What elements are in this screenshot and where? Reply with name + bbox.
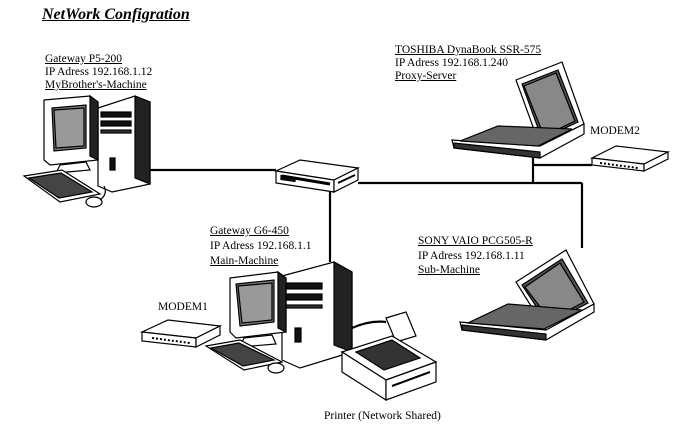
desktop-computer-icon [204,260,353,374]
sony-model-label: SONY VAIO PCG505-R [418,235,533,247]
sony-role-label: Sub-Machine [418,264,480,276]
printer-label: Printer (Network Shared) [324,410,441,422]
toshiba-ip-label: IP Adress 192.168.1.240 [395,57,508,69]
sony-ip-label: IP Adress 192.168.1.11 [418,250,525,262]
gateway-g6-ip-label: IP Adress 192.168.1.1 [210,240,312,252]
modem1-label: MODEM1 [158,301,208,313]
modem-icon [589,145,671,172]
gateway-p5-model-label: Gateway P5-200 [45,53,122,65]
toshiba-role-label: Proxy-Server [395,70,457,82]
gateway-p5-role-label: MyBrother's-Machine [45,79,147,91]
toshiba-model-label: TOSHIBA DynaBook SSR-575 [395,44,542,56]
gateway-g6-role-label: Main-Machine [210,255,279,267]
modem-icon [139,319,223,348]
desktop-computer-icon [22,94,151,208]
network-hub-icon [273,159,361,193]
laptop-computer-icon [451,61,585,159]
gateway-g6-model-label: Gateway G6-450 [210,225,289,237]
modem2-label: MODEM2 [590,125,640,137]
gateway-p5-ip-label: IP Adress 192.168.1.12 [45,66,153,78]
diagram-title: NetWork Configration [42,6,190,23]
printer-icon [340,311,438,402]
laptop-computer-icon [459,249,595,341]
